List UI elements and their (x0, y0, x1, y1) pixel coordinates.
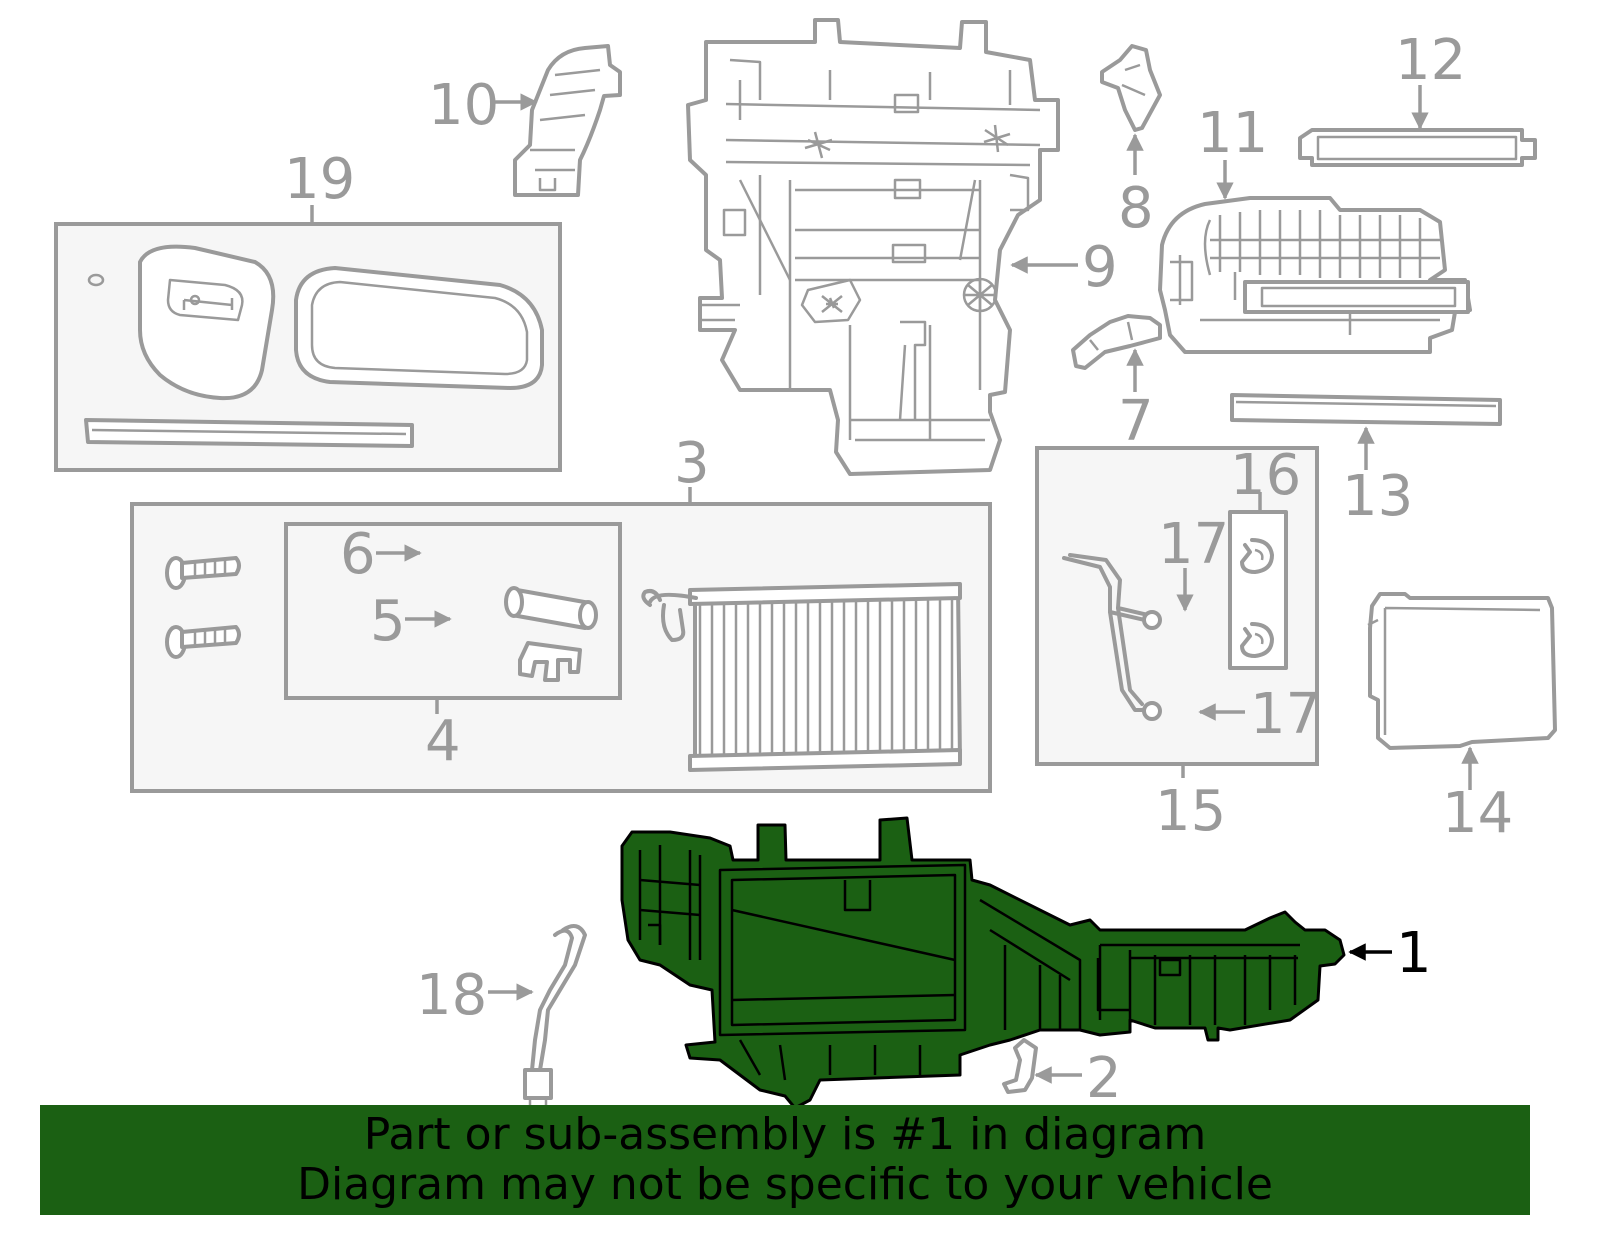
callout-4[interactable]: 4 (425, 709, 461, 774)
notice-banner: Part or sub-assembly is #1 in diagram Di… (40, 1105, 1530, 1215)
callout-19[interactable]: 19 (284, 147, 355, 212)
callout-3[interactable]: 3 (674, 431, 710, 496)
callout-17-lower[interactable]: 17 (1250, 682, 1321, 747)
callout-18[interactable]: 18 (416, 963, 487, 1028)
callout-6[interactable]: 6 (340, 522, 376, 587)
kit-19-box: 19 (54, 147, 562, 472)
kit-3-box: 3 4 6 5 (130, 431, 992, 793)
callout-12[interactable]: 12 (1395, 28, 1466, 93)
o-ring-upper (1240, 538, 1274, 574)
part-13-seal: 13 (1230, 393, 1502, 529)
part-2-clip: 2 (1002, 1038, 1122, 1111)
callout-16[interactable]: 16 (1230, 443, 1301, 508)
part-9-hvac-housing: 9 (686, 18, 1118, 476)
part-11-blower-housing: 11 (1158, 101, 1472, 354)
part-7-sensor: 7 (1071, 314, 1162, 454)
callout-17-upper[interactable]: 17 (1158, 512, 1229, 577)
callout-8[interactable]: 8 (1118, 176, 1154, 241)
part-8-sensor: 8 (1100, 44, 1162, 241)
part-18-wire: 18 (416, 924, 587, 1110)
screw-upper (165, 556, 241, 590)
callout-13[interactable]: 13 (1342, 464, 1413, 529)
callout-9[interactable]: 9 (1082, 235, 1118, 300)
part-6-clip (518, 641, 582, 682)
kit-15-box: 15 16 17 17 (1035, 443, 1321, 844)
part-12-cabin-filter: 12 (1298, 28, 1537, 167)
banner-line-2: Diagram may not be specific to your vehi… (297, 1159, 1273, 1210)
callout-14[interactable]: 14 (1442, 781, 1513, 846)
part-1-hvac-lower-housing[interactable] (620, 816, 1346, 1110)
callout-11[interactable]: 11 (1197, 101, 1268, 166)
callout-1[interactable]: 1 (1396, 921, 1432, 986)
o-ring-lower (1240, 622, 1274, 658)
evaporator-tubes (1062, 553, 1162, 721)
part-10-duct: 10 (428, 44, 622, 197)
callout-5[interactable]: 5 (370, 589, 406, 654)
part-14-evaporator: 14 (1367, 592, 1557, 846)
banner-line-1: Part or sub-assembly is #1 in diagram (363, 1109, 1207, 1160)
callout-15[interactable]: 15 (1155, 779, 1226, 844)
screw-lower (165, 625, 241, 659)
callout-7[interactable]: 7 (1118, 389, 1154, 454)
heater-core (641, 582, 962, 772)
callout-10[interactable]: 10 (428, 73, 499, 138)
part-5-sleeve (504, 586, 598, 630)
callout-2[interactable]: 2 (1086, 1046, 1122, 1111)
